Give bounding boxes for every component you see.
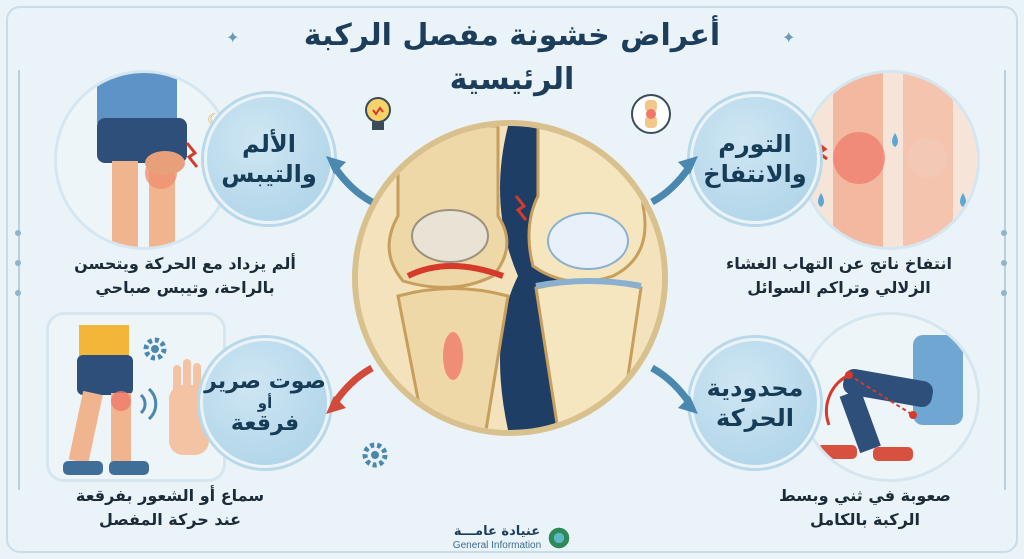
decor-dot [15,260,21,266]
swelling-desc-line1: انتفاخ ناتج عن التهاب الغشاء [726,254,952,273]
pain-stiffness-circle: الألم والتيبس [204,94,334,224]
crepitus-label-line1: صوت صرير [204,369,326,394]
swelling-circle: التورم والانتفاخ [690,94,820,224]
motion-description: صعوبة في ثني وبسط الركبة بالكامل [740,484,990,532]
crepitus-desc-line2: عند حركة المفصل [98,510,242,529]
sparkle-icon: ✦ [226,28,240,47]
pain-description: ألم يزداد مع الحركة ويتحسن بالراحة، وتيب… [40,252,330,300]
crepitus-description: سماع أو الشعور بفرقعة عند حركة المفصل [40,484,300,532]
pain-desc-line2: بالراحة، وتيبس صباحي [95,278,275,297]
arrow-to-swelling [650,156,698,206]
logo-arabic-text: عنيادة عامـــة [453,524,541,539]
pain-label-line1: الألم [242,130,296,158]
decor-dot [1001,290,1007,296]
crepitus-label-line3: فرقعة [230,411,300,436]
crepitus-desc-line1: سماع أو الشعور بفرقعة [75,486,265,505]
swelling-label-line1: التورم [718,130,792,158]
swelling-description: انتفاخ ناتج عن التهاب الغشاء الزلالي وتر… [694,252,984,300]
left-divider-line [18,70,20,490]
motion-label-line1: محدودية [706,374,804,402]
right-divider-line [1004,70,1006,490]
pain-illustration: ☾ [54,70,234,250]
knee-bubble-icon [628,92,674,138]
arrow-to-pain [326,156,374,206]
swelling-label-line2: والانتفاخ [703,160,807,188]
brand-logo: عنيادة عامـــة General Information [434,520,590,556]
gear-icon [140,334,170,364]
swelling-illustration [800,70,980,250]
motion-label-line2: الحركة [716,404,794,432]
knee-joint-diagram [352,120,668,436]
motion-desc-line1: صعوبة في ثني وبسط [779,486,951,505]
page-title: أعراض خشونة مفصل الركبة الرئيسية [303,18,721,97]
crepitus-label-line2: أو [257,394,273,412]
pain-label-line2: والتيبس [221,160,317,188]
logo-english-text: General Information [452,540,542,551]
decor-dot [15,230,21,236]
motion-illustration [800,312,980,482]
limited-motion-circle: محدودية الحركة [690,338,820,468]
page-frame [6,6,1018,553]
decor-dot [15,290,21,296]
arrow-to-motion [650,364,698,414]
decor-dot [1001,230,1007,236]
swelling-desc-line2: الزلالي وتراكم السوائل [747,278,931,297]
gear-icon [358,438,392,472]
crepitus-illustration [46,312,226,482]
crepitus-circle: صوت صرير أو فرقعة [200,338,330,468]
sparkle-icon: ✦ [782,28,796,47]
decor-dot [1001,260,1007,266]
lightbulb-icon [358,92,398,136]
motion-desc-line2: الركبة بالكامل [809,510,921,529]
pain-desc-line1: ألم يزداد مع الحركة ويتحسن [74,254,296,273]
logo-icon [547,526,572,550]
arrow-to-crepitus [326,364,374,414]
